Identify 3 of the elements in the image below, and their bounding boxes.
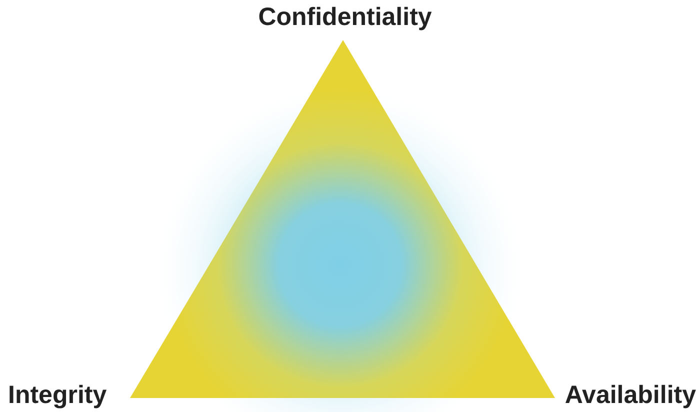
vertex-label: Integrity xyxy=(8,380,108,410)
vertex-label: Availability xyxy=(564,380,696,410)
vertex-label: Confidentiality xyxy=(257,2,433,32)
